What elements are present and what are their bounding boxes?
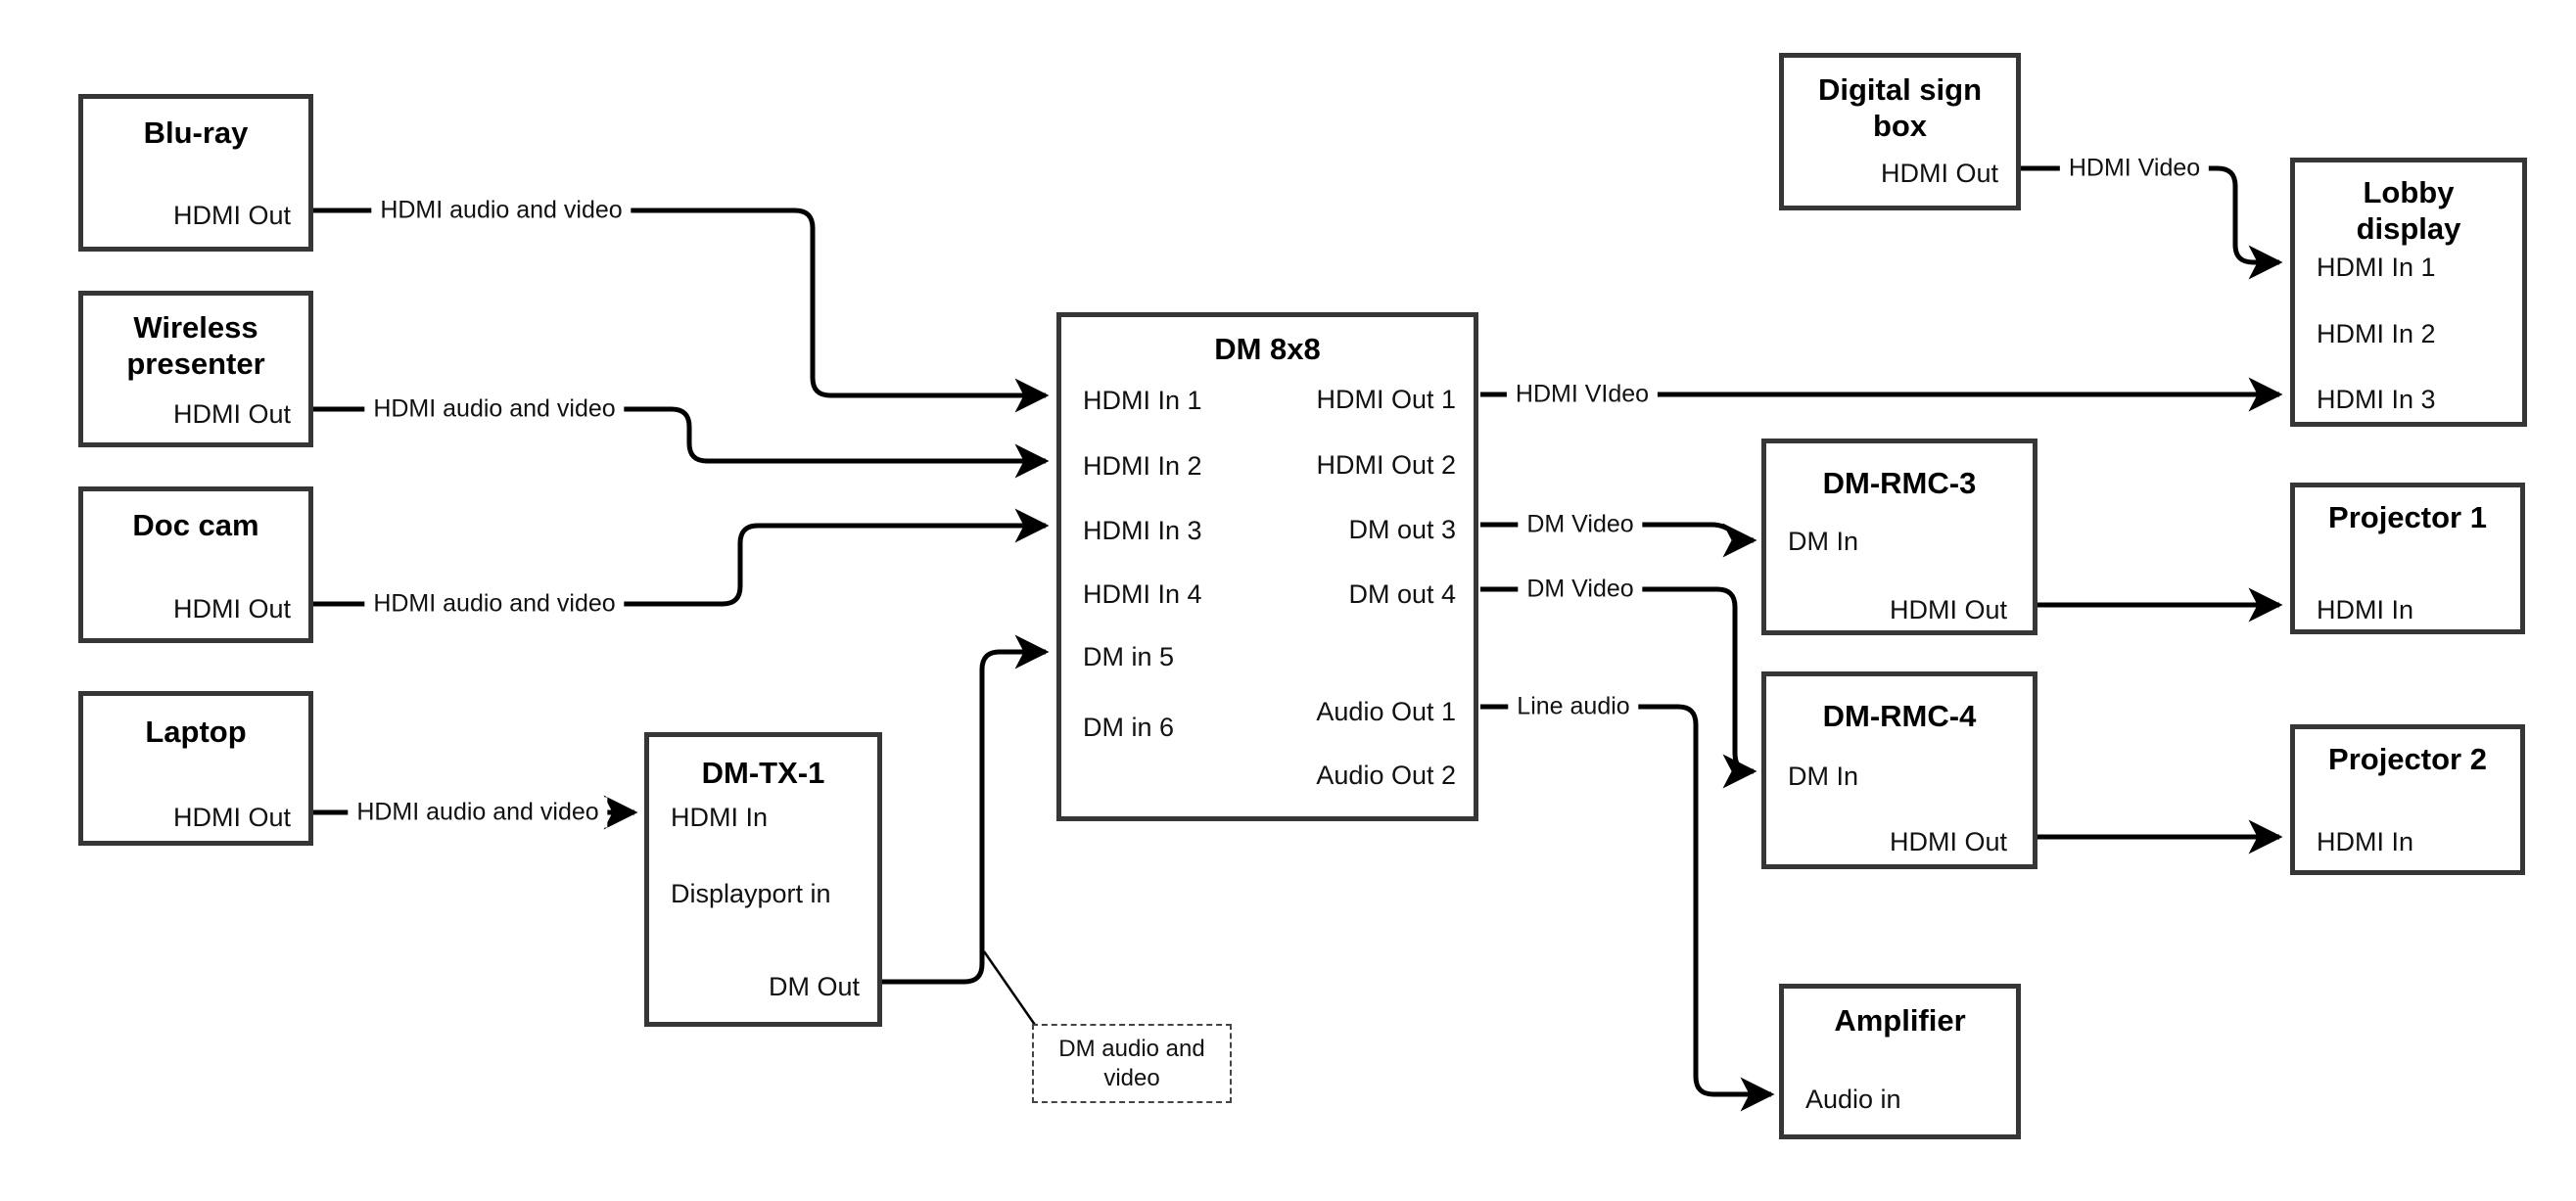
edge-label-laptop: HDMI audio and video (348, 797, 608, 828)
port-displayport-in: Displayport in (671, 879, 831, 908)
wire-dmtx1-to-dm8x8-in5 (882, 634, 1050, 985)
port-dm-out-3: DM out 3 (1348, 515, 1456, 544)
edge-label-hdmi-video-sign: HDMI Video (2059, 153, 2210, 184)
port-hdmi-in-1: HDMI In 1 (2317, 253, 2436, 282)
port-hdmi-in-3: HDMI In 3 (1083, 516, 1202, 545)
node-title: Projector 2 (2328, 742, 2487, 776)
wire-doccam-to-dm8x8-in3 (313, 508, 1050, 607)
port-hdmi-out-2: HDMI Out 2 (1316, 450, 1456, 480)
port-hdmi-in-3: HDMI In 3 (2317, 385, 2436, 414)
wire-sign-to-lobby-in1 (2021, 165, 2283, 280)
edge-label-line-audio: Line audio (1508, 691, 1639, 722)
port-dm-out: DM Out (768, 972, 860, 1001)
wire-dm8x8-out4-to-rmc4 (1480, 586, 1757, 789)
wire-bluray-to-dm8x8-in1 (313, 208, 1050, 413)
node-title: Laptop (145, 715, 247, 749)
wire-dm8x8-out3-to-rmc3 (1480, 522, 1757, 558)
port-hdmi-out-1: HDMI Out 1 (1316, 385, 1456, 414)
port-hdmi-in-4: HDMI In 4 (1083, 579, 1202, 609)
node-title: DM-RMC-3 (1822, 466, 1977, 500)
edge-label-dm-video-4: DM Video (1518, 574, 1643, 605)
node-title: DM-TX-1 (701, 756, 825, 790)
edge-label-doccam: HDMI audio and video (364, 588, 625, 620)
node-title: Wireless presenter (126, 310, 265, 381)
wire-wireless-to-dm8x8-in2 (313, 406, 1050, 479)
port-hdmi-in: HDMI In (2317, 595, 2414, 624)
port-audio-out-1: Audio Out 1 (1316, 697, 1456, 726)
note-callout-line (982, 950, 1037, 1026)
note-dm-audio-video: DM audio and video (1032, 1024, 1232, 1103)
edge-label-bluray: HDMI audio and video (371, 195, 632, 226)
node-bluray: Blu-ray HDMI Out (78, 94, 313, 252)
edge-label-hdmi-video-out1: HDMI VIdeo (1506, 379, 1659, 410)
node-lobby-display: Lobby display HDMI In 1 HDMI In 2 HDMI I… (2290, 158, 2527, 427)
port-hdmi-in-2: HDMI In 2 (2317, 319, 2436, 348)
port-audio-out-2: Audio Out 2 (1316, 761, 1456, 790)
node-digital-sign-box: Digital sign box HDMI Out (1779, 53, 2021, 210)
node-title: Doc cam (132, 508, 259, 542)
node-title: Digital sign box (1817, 72, 1983, 143)
node-wireless-presenter: Wireless presenter HDMI Out (78, 291, 313, 447)
port-hdmi-in-2: HDMI In 2 (1083, 451, 1202, 481)
port-hdmi-out: HDMI Out (1880, 159, 1998, 188)
node-dm-rmc-3: DM-RMC-3 DM In HDMI Out (1761, 439, 2037, 635)
port-dm-in: DM In (1788, 527, 1859, 556)
port-dm-in: DM In (1788, 762, 1859, 791)
port-audio-in: Audio in (1805, 1085, 1901, 1114)
port-hdmi-out: HDMI Out (1889, 827, 2007, 856)
port-hdmi-out: HDMI Out (172, 803, 291, 832)
port-hdmi-in-1: HDMI In 1 (1083, 386, 1202, 415)
node-dm-tx-1: DM-TX-1 HDMI In Displayport in DM Out (644, 732, 882, 1027)
port-dm-in-5: DM in 5 (1083, 642, 1175, 671)
node-title: DM-RMC-4 (1822, 699, 1977, 733)
port-hdmi-in: HDMI In (671, 803, 769, 832)
edge-label-wireless: HDMI audio and video (364, 393, 625, 425)
node-dm-rmc-4: DM-RMC-4 DM In HDMI Out (1761, 671, 2037, 869)
node-title: Projector 1 (2328, 500, 2487, 534)
node-amplifier: Amplifier Audio in (1779, 984, 2021, 1139)
port-hdmi-out: HDMI Out (172, 594, 291, 624)
node-laptop: Laptop HDMI Out (78, 691, 313, 846)
wire-dm8x8-audio1-to-amp (1480, 704, 1775, 1112)
node-projector-1: Projector 1 HDMI In (2290, 483, 2525, 634)
port-hdmi-out: HDMI Out (172, 399, 291, 429)
node-dm-8x8: DM 8x8 HDMI In 1 HDMI In 2 HDMI In 3 HDM… (1056, 312, 1478, 821)
node-title: DM 8x8 (1214, 332, 1321, 366)
port-hdmi-in: HDMI In (2317, 827, 2414, 856)
node-title: Lobby display (2356, 175, 2461, 246)
node-title: Blu-ray (143, 115, 249, 150)
node-title: Amplifier (1834, 1003, 1966, 1038)
port-dm-out-4: DM out 4 (1348, 579, 1456, 609)
port-hdmi-out: HDMI Out (172, 201, 291, 230)
edge-label-dm-video-3: DM Video (1518, 509, 1643, 540)
node-projector-2: Projector 2 HDMI In (2290, 724, 2525, 875)
node-doc-cam: Doc cam HDMI Out (78, 486, 313, 643)
port-hdmi-out: HDMI Out (1889, 595, 2007, 624)
port-dm-in-6: DM in 6 (1083, 713, 1175, 742)
